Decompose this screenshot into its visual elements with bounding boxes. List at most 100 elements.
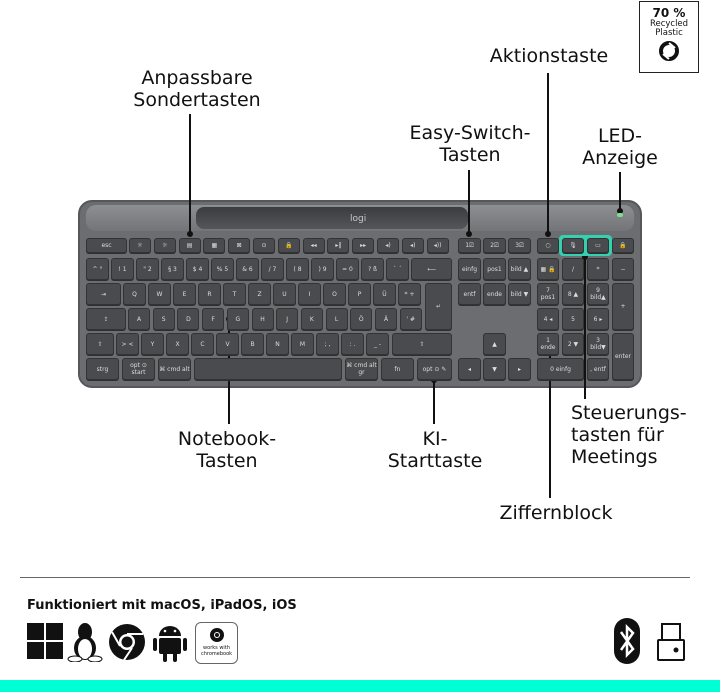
key[interactable]: ◂◂ xyxy=(302,238,325,253)
key[interactable]: H xyxy=(251,308,274,330)
key[interactable]: opt ⊙ start xyxy=(122,358,155,380)
key[interactable]: bild ▼ xyxy=(508,283,531,305)
key[interactable]: M xyxy=(291,333,314,355)
key[interactable]: N xyxy=(266,333,289,355)
key[interactable]: ⊠ xyxy=(228,238,251,253)
key[interactable]: ⇧ xyxy=(86,333,114,355)
key[interactable]: 3⎚ xyxy=(508,238,531,253)
key[interactable]: 4 ◂ xyxy=(537,308,559,330)
key[interactable]: − xyxy=(612,258,634,280)
key[interactable]: * xyxy=(587,258,609,280)
key[interactable]: R xyxy=(198,283,221,305)
key[interactable]: opt ⊙ ✎ xyxy=(417,358,452,380)
key[interactable]: ' # xyxy=(399,308,422,330)
key[interactable]: strg xyxy=(86,358,119,380)
key[interactable]: Y xyxy=(141,333,164,355)
key[interactable]: ▼ xyxy=(483,358,506,380)
key[interactable]: ◂)) xyxy=(426,238,449,253)
key[interactable]: / xyxy=(562,258,584,280)
key[interactable]: D xyxy=(177,308,200,330)
key[interactable]: ▸‖ xyxy=(327,238,350,253)
key[interactable]: L xyxy=(325,308,348,330)
key[interactable]: ▦ xyxy=(203,238,226,253)
key[interactable]: _ - xyxy=(366,333,389,355)
key[interactable]: = 0 xyxy=(336,258,359,280)
key[interactable]: B xyxy=(241,333,264,355)
key[interactable]: ; , xyxy=(316,333,339,355)
key[interactable]: , entf xyxy=(587,358,609,380)
key[interactable]: F xyxy=(202,308,225,330)
key[interactable]: X xyxy=(166,333,189,355)
key[interactable]: ` ´ xyxy=(386,258,409,280)
key[interactable]: ☼ xyxy=(129,238,151,253)
key[interactable]: 🔒 xyxy=(277,238,300,253)
key[interactable]: ! 1 xyxy=(111,258,134,280)
key[interactable]: fn xyxy=(381,358,414,380)
key[interactable]: ) 9 xyxy=(311,258,334,280)
key[interactable]: 🔒 xyxy=(612,238,634,253)
key[interactable]: U xyxy=(273,283,296,305)
key[interactable]: ↵ xyxy=(425,283,452,330)
key[interactable]: % 5 xyxy=(211,258,234,280)
key[interactable]: bild ▲ xyxy=(508,258,531,280)
key[interactable]: 6 ▸ xyxy=(587,308,609,330)
key[interactable]: > < xyxy=(116,333,139,355)
key[interactable]: 5 xyxy=(562,308,584,330)
key[interactable]: * + xyxy=(398,283,421,305)
key[interactable]: enter xyxy=(612,333,634,380)
key[interactable]: G xyxy=(226,308,249,330)
key[interactable]: 8 ▲ xyxy=(562,283,584,305)
key[interactable]: § 3 xyxy=(161,258,184,280)
key[interactable]: + xyxy=(612,283,634,330)
key[interactable]: ☼ xyxy=(153,238,176,253)
key[interactable]: 0 einfg xyxy=(537,358,584,380)
key[interactable]: ⊙ xyxy=(253,238,275,253)
key[interactable]: ende xyxy=(483,283,506,305)
key[interactable]: Ä xyxy=(375,308,397,330)
key[interactable]: I xyxy=(298,283,321,305)
key[interactable]: ○ xyxy=(537,238,559,253)
key[interactable]: ⇧ xyxy=(392,333,452,355)
key[interactable]: ▸▸ xyxy=(352,238,375,253)
key[interactable]: Ü xyxy=(373,283,396,305)
key[interactable]: ⌘ cmd alt gr xyxy=(345,358,378,380)
key[interactable]: / 7 xyxy=(261,258,284,280)
key[interactable]: einfg xyxy=(458,258,481,280)
key[interactable]: ⌘ cmd alt xyxy=(158,358,191,380)
key[interactable]: 9 bild▲ xyxy=(587,283,609,305)
key[interactable]: S xyxy=(152,308,175,330)
key[interactable]: ▤ xyxy=(178,238,201,253)
key[interactable]: ◂) xyxy=(401,238,424,253)
key[interactable]: Ö xyxy=(350,308,373,330)
key[interactable]: E xyxy=(173,283,196,305)
key[interactable]: ( 8 xyxy=(286,258,309,280)
key[interactable]: ◂) xyxy=(377,238,399,253)
key[interactable]: ▸ xyxy=(508,358,531,380)
key[interactable]: : . xyxy=(341,333,364,355)
key[interactable]: ▭ xyxy=(587,238,609,253)
key[interactable]: Q xyxy=(123,283,146,305)
key[interactable]: 1 ende xyxy=(537,333,559,355)
key[interactable]: Z xyxy=(248,283,271,305)
key[interactable]: 7 pos1 xyxy=(537,283,559,305)
key[interactable]: ⇪ xyxy=(86,308,126,330)
key[interactable]: C xyxy=(191,333,214,355)
key[interactable]: ◂ xyxy=(458,358,481,380)
key[interactable]: ▲ xyxy=(483,333,506,355)
key[interactable]: ⇥ xyxy=(86,283,121,305)
key[interactable]: 3 bild▼ xyxy=(587,333,609,355)
key[interactable]: & 6 xyxy=(236,258,259,280)
key[interactable] xyxy=(194,358,342,380)
key[interactable]: esc xyxy=(86,238,127,253)
key[interactable]: 2 ▼ xyxy=(562,333,584,355)
key[interactable]: 🎙 xyxy=(562,238,584,253)
key[interactable]: V xyxy=(216,333,239,355)
key[interactable]: " 2 xyxy=(136,258,159,280)
key[interactable]: P xyxy=(348,283,371,305)
key[interactable]: K xyxy=(300,308,323,330)
key[interactable]: ^ ° xyxy=(86,258,109,280)
key[interactable]: ⟵ xyxy=(411,258,452,280)
key[interactable]: ? ß xyxy=(361,258,384,280)
key[interactable]: J xyxy=(276,308,299,330)
key[interactable]: 1⎚ xyxy=(458,238,481,253)
